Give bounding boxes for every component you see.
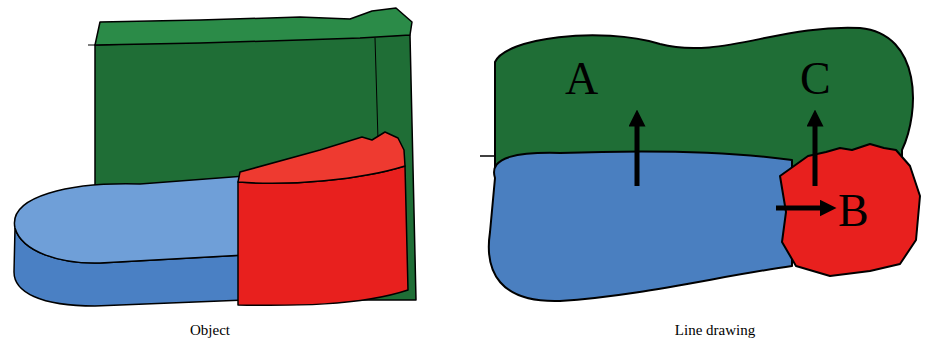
region-letter: C [800,56,831,102]
line-drawing-regions [480,28,920,301]
red-block [238,132,408,305]
panel-caption: Object [190,323,230,338]
region-letter: B [838,188,869,234]
blue-block [14,176,245,306]
region-letter: A [565,56,598,102]
panel-caption: Line drawing [675,323,755,338]
boundary-arrows [637,118,828,208]
